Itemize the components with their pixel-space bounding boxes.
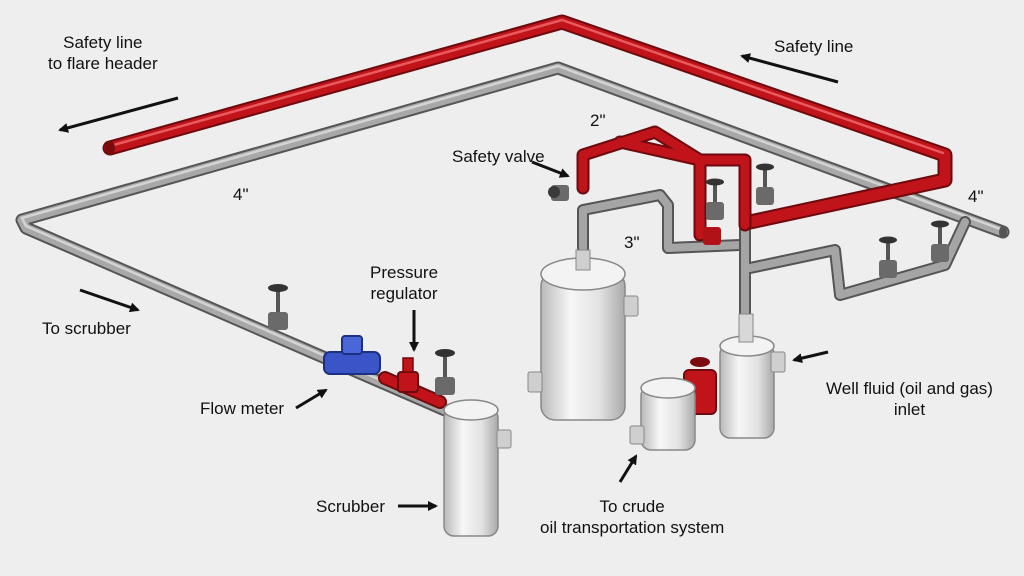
arrow-well-fluid	[792, 350, 829, 364]
safety-line-main	[102, 14, 953, 230]
label-line: Pressure	[370, 263, 439, 282]
valve-icon	[879, 236, 897, 278]
process-3in-line	[577, 189, 746, 254]
pipe-size-right-4in: 4"	[968, 187, 984, 206]
label-line: Safety line	[63, 33, 143, 52]
valve-icon	[435, 349, 455, 395]
label-line: regulator	[370, 284, 438, 304]
valve-icon	[756, 163, 774, 205]
label-flow-meter: Flow meter	[200, 399, 285, 418]
safety-2in-branch	[576, 125, 752, 242]
arrow-flow-meter	[295, 388, 328, 410]
scrubber-vessel	[443, 399, 512, 537]
label-line: oil transportation system	[540, 518, 725, 538]
valve-icon	[931, 220, 949, 262]
safety-pipes	[102, 14, 953, 409]
pipe-size-2in: 2"	[590, 111, 606, 130]
inlet-vessel	[719, 313, 786, 439]
pipe-open-end-right	[999, 226, 1007, 238]
flow-meter-icon	[323, 335, 381, 375]
label-line: To crude	[599, 497, 665, 516]
valve-icon	[706, 178, 724, 220]
label-line: to flare header	[48, 54, 158, 74]
main-4in-line	[15, 61, 1010, 417]
label-scrubber: Scrubber	[316, 497, 385, 516]
arrow-to-scrubber	[79, 288, 140, 313]
pipe-open-end	[105, 141, 115, 155]
pressure-regulator-icon	[397, 357, 419, 393]
label-line: Well fluid (oil and gas)	[826, 379, 993, 398]
separator-vessel	[527, 249, 639, 421]
inlet-line	[739, 216, 971, 351]
valve-icon	[268, 284, 288, 330]
vessels	[443, 249, 786, 537]
arrow-safety-right	[740, 53, 839, 84]
safety-valve-icon	[548, 185, 569, 201]
label-to-crude: To crude oil transportation system	[540, 496, 724, 539]
label-safety-line-to-flare: Safety line to flare header	[48, 32, 158, 75]
annotation-arrows	[58, 53, 839, 511]
label-safety-valve: Safety valve	[452, 147, 545, 166]
label-pressure-regulator: Pressure regulator	[370, 262, 438, 305]
label-line: inlet	[893, 400, 926, 420]
red-valve-icon	[703, 227, 721, 245]
arrow-safety-valve	[531, 160, 570, 178]
pipe-size-3in: 3"	[624, 233, 640, 252]
gate-valves	[268, 163, 949, 395]
arrow-to-crude	[618, 454, 638, 483]
crude-vessel	[629, 377, 696, 451]
label-well-fluid-inlet: Well fluid (oil and gas) inlet	[826, 378, 993, 421]
arrow-left	[58, 96, 179, 133]
label-safety-line-right: Safety line	[774, 37, 854, 56]
pipe-size-left-4in: 4"	[233, 185, 249, 204]
label-to-scrubber: To scrubber	[42, 319, 131, 338]
